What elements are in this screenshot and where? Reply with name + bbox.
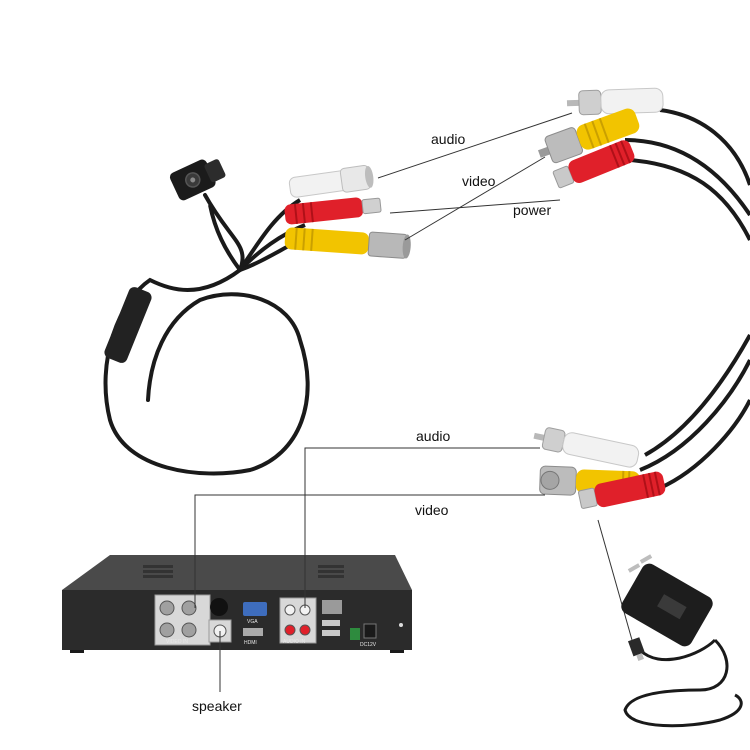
usb-port-2: [322, 630, 340, 636]
pinhole-camera: [169, 159, 226, 201]
dvr-audio-in-text: AUDIO IN: [283, 639, 306, 645]
adapter-dc-plug: [627, 637, 645, 661]
top-audio-rca-female: [288, 165, 374, 198]
bnc-video-inputs: [159, 600, 197, 638]
bottom-audio-rca-male: [533, 427, 640, 468]
hdmi-port: [243, 628, 263, 636]
extension-cable-bottom: [533, 334, 750, 509]
alarm-terminal: [350, 628, 360, 640]
adapter-prongs: [627, 554, 653, 573]
ext-top-power-dc-male: [552, 140, 635, 189]
dvr-vga-text: VGA: [247, 619, 258, 625]
audio-in-ports: [284, 604, 311, 636]
speaker-label: speaker: [192, 698, 242, 714]
bottom-annotations: audio video speaker: [192, 428, 545, 714]
cable-inline-box: [104, 287, 152, 363]
bottom-power-dc-male: [578, 471, 666, 509]
dvr-video-in-text: VIDEO IN: [166, 639, 188, 645]
camera-cable-assembly: [103, 159, 411, 476]
video-leader-line: [194, 494, 545, 608]
usb-port-1: [322, 620, 340, 626]
vga-port: [243, 602, 267, 616]
top-audio-label: audio: [431, 131, 465, 147]
bottom-video-label: video: [415, 502, 449, 518]
dvr-recorder: VIDEO IN VGA HDMI AUDIO IN DC12V: [62, 555, 412, 653]
dvr-dc12v-text: DC12V: [360, 642, 377, 648]
top-video-bnc-female: [284, 227, 411, 259]
ground-screw: [399, 623, 403, 627]
top-video-label: video: [462, 173, 496, 189]
dvr-top-surface: [62, 555, 412, 590]
ext-top-audio-rca-male: [566, 87, 664, 116]
power-adapter: [597, 519, 743, 728]
dvr-rear-panel: [62, 590, 412, 650]
camera-cable: [103, 193, 310, 476]
ext-top-video-bnc-male: [537, 108, 640, 164]
bottom-audio-label: audio: [416, 428, 450, 444]
dvr-hdmi-text: HDMI: [244, 640, 257, 646]
extension-cable-top: [537, 87, 750, 241]
top-power-dc-female: [284, 197, 382, 225]
dc-power-input: [363, 623, 377, 639]
audio-leader-line: [304, 447, 540, 608]
dvr-fan: [210, 598, 228, 616]
adapter-body: [621, 563, 713, 647]
top-power-label: power: [513, 202, 551, 218]
top-annotations: audio video power: [377, 112, 573, 241]
lan-port: [322, 600, 342, 614]
